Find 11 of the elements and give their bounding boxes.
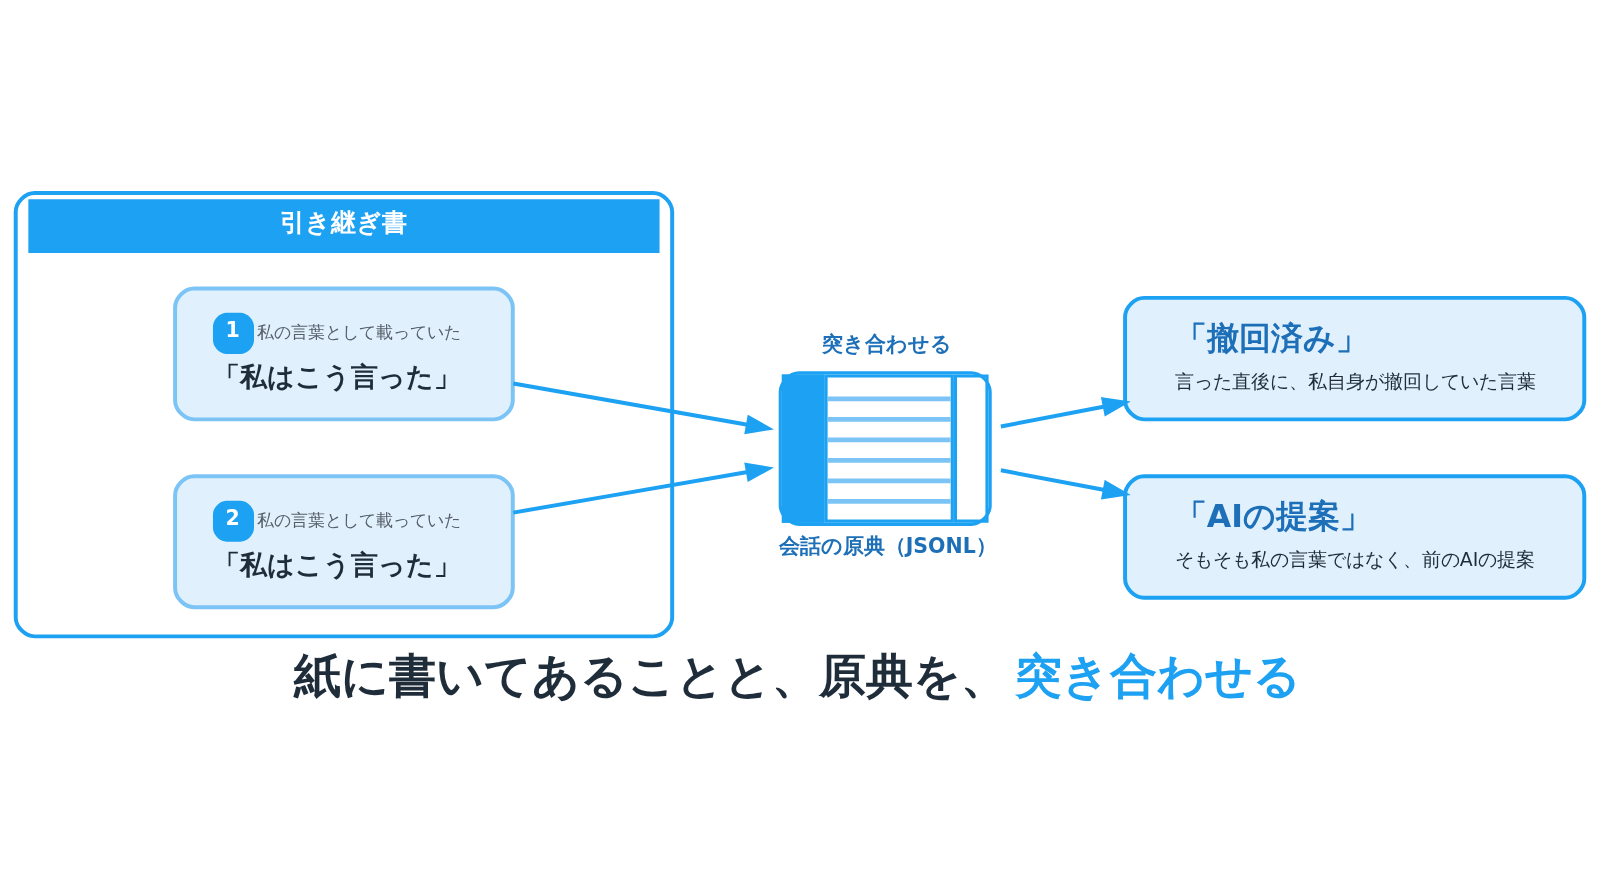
arrow — [1000, 468, 1131, 500]
arrow — [1000, 397, 1131, 429]
node-box: 2 私の言葉として載っていた 「私はこう言った」 — [173, 474, 515, 610]
node-box: 1 私の言葉として載っていた 「私はこう言った」 — [173, 286, 515, 422]
node-label: 会話の原典（JSONL） — [778, 534, 997, 559]
node-box: 「AIの提案」 そもそも私の言葉ではなく、前のAIの提案 — [1123, 474, 1587, 600]
arrow — [513, 462, 774, 515]
arrow — [513, 381, 774, 435]
node-label: 突き合わせる — [822, 332, 953, 357]
caption: 紙に書いてあることと、原典を、突き合わせる — [294, 647, 1302, 703]
node-box: 「撤回済み」 言った直後に、私自身が撤回していた言葉 — [1123, 295, 1587, 422]
